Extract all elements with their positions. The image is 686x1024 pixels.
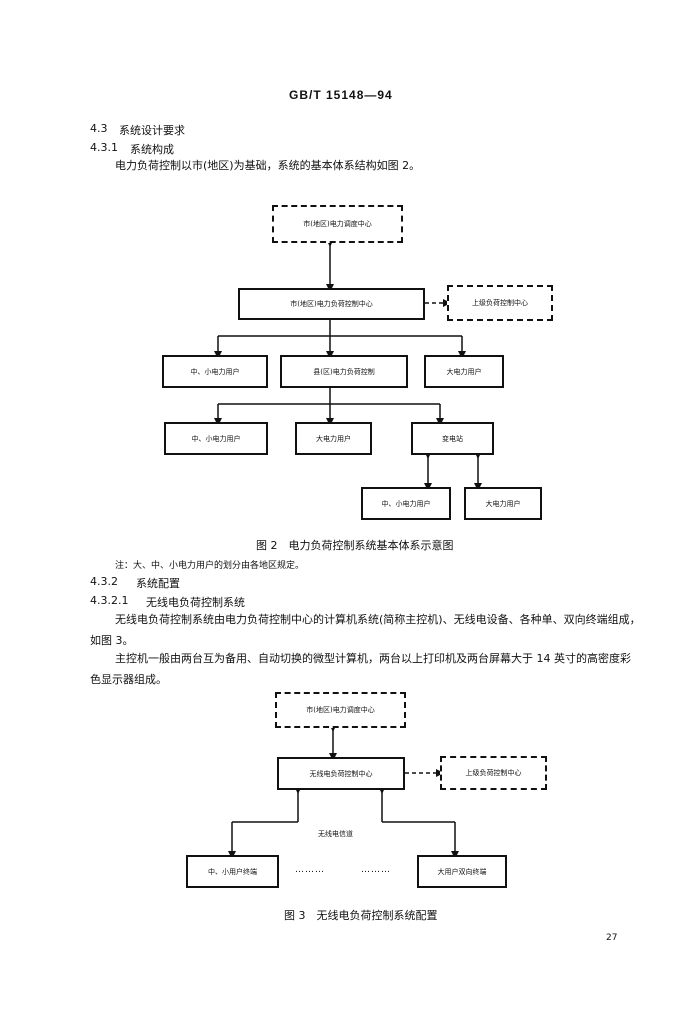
section-4-3-2-title: 系统配置 (136, 577, 180, 590)
fig3-ellipsis-1: ……… (295, 865, 325, 875)
section-4-3-2-1-number: 4.3.2.1 (90, 594, 129, 607)
section-4-3-number: 4.3 (90, 122, 108, 135)
fig2-substation-box: 变电站 (411, 422, 494, 455)
figure-2-caption: 图 2 电力负荷控制系统基本体系示意图 (256, 539, 454, 552)
fig3-radio-channel-label: 无线电信道 (318, 830, 353, 838)
fig2-mid-small-user-box-3: 中、小电力用户 (361, 487, 451, 520)
fig3-upper-control-box: 上级负荷控制中心 (440, 756, 547, 790)
fig3-large-user-terminal-box: 大用户双向终端 (417, 855, 507, 888)
fig2-county-control-box: 县(区)电力负荷控制 (280, 355, 408, 388)
figure-3-caption: 图 3 无线电负荷控制系统配置 (284, 909, 438, 922)
section-4-3-2-number: 4.3.2 (90, 575, 118, 588)
fig2-city-control-box: 市(地区)电力负荷控制中心 (238, 288, 425, 320)
section-4-3-1-number: 4.3.1 (90, 141, 118, 154)
fig2-large-user-box-2: 大电力用户 (295, 422, 372, 455)
section-4-3-1-text: 电力负荷控制以市(地区)为基础，系统的基本体系结构如图 2。 (115, 159, 421, 172)
fig2-upper-control-box: 上级负荷控制中心 (447, 285, 553, 321)
fig2-large-user-box-1: 大电力用户 (424, 355, 504, 388)
fig3-ellipsis-2: ……… (361, 865, 391, 875)
fig2-mid-small-user-box-1: 中、小电力用户 (162, 355, 268, 388)
fig3-radio-control-box: 无线电负荷控制中心 (277, 757, 405, 790)
fig2-city-dispatch-box: 市(地区)电力调度中心 (272, 205, 403, 243)
section-4-3-1-title: 系统构成 (130, 143, 174, 156)
fig3-mid-small-terminal-box: 中、小用户终端 (186, 855, 279, 888)
note: 注：大、中、小电力用户的划分由各地区规定。 (115, 561, 305, 571)
section-4-3-2-1-paragraph-1: 无线电负荷控制系统由电力负荷控制中心的计算机系统(简称主控机)、无线电设备、各种… (90, 613, 641, 647)
section-4-3-2-1-title: 无线电负荷控制系统 (146, 596, 245, 609)
fig3-city-dispatch-box: 市(地区)电力调度中心 (275, 692, 406, 728)
fig2-mid-small-user-box-2: 中、小电力用户 (164, 422, 268, 455)
page-number: 27 (606, 933, 618, 943)
section-4-3-2-1-paragraph-2: 主控机一般由两台互为备用、自动切换的微型计算机，两台以上打印机及两台屏幕大于 1… (90, 652, 631, 686)
fig2-large-user-box-3: 大电力用户 (464, 487, 542, 520)
standard-number: GB/T 15148—94 (289, 88, 393, 102)
section-4-3-title: 系统设计要求 (119, 124, 185, 137)
